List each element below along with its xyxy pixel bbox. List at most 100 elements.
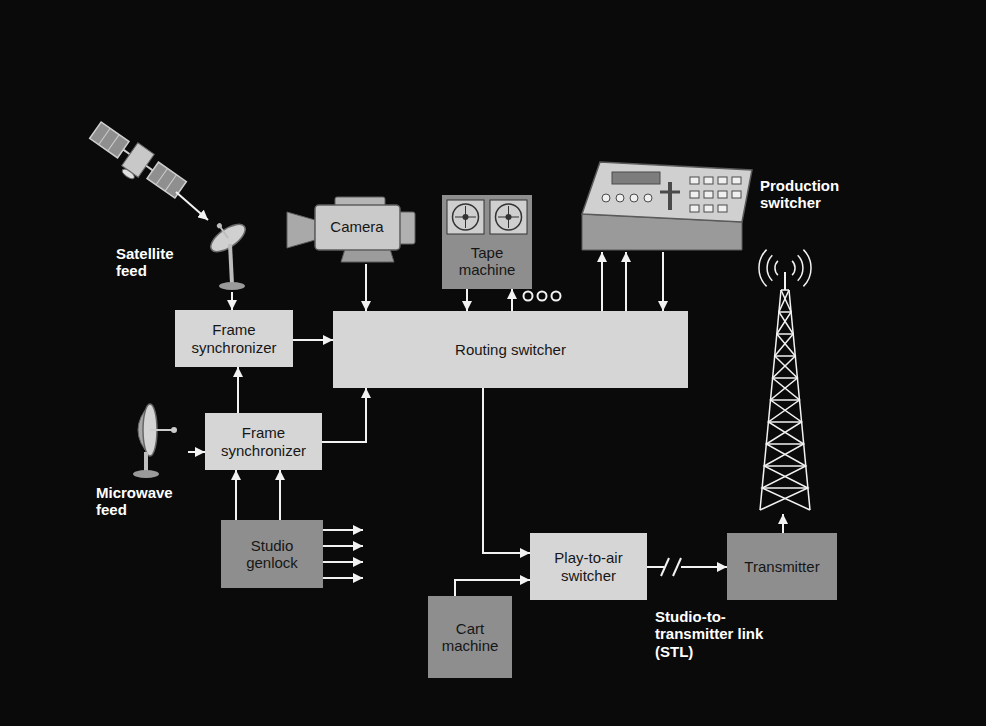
text-area: Transmitter [727,533,837,600]
panel-grid [99,128,110,144]
console-top [582,162,752,222]
tower-leg [789,290,810,510]
node-label: Production switcher [760,177,850,212]
link-gap [664,560,681,574]
dish-base [133,470,159,478]
switcher-console [582,162,752,250]
transmission-tower [759,250,811,510]
signal-arrow [625,252,627,311]
signal-arrow [647,566,727,568]
signal-arrow [279,470,281,520]
box-text: Transmitter [744,558,819,575]
link-break-mark [661,558,669,576]
tape-machine-box: Tape machine [442,195,532,289]
microwave-dish [138,404,177,456]
downlink-arrow [176,192,208,220]
reel-spoke [498,217,519,218]
signal-arrow [466,289,468,311]
tower-rung [775,355,796,357]
genlock-output [323,577,363,579]
satellite-dish [202,212,250,257]
dish-bowl [138,404,150,456]
tower-rung [764,465,806,467]
signal-arrow [237,367,239,413]
tower-brace [760,290,808,510]
signal-arrow [188,451,205,453]
more-dots [552,292,561,301]
radio-wave [767,255,772,280]
process-box: Cart machine [428,596,512,678]
reel-spoke [508,206,509,228]
box-text: Tape machine [446,244,528,279]
signal-arrow [483,388,530,553]
tower-brace [762,290,810,510]
link-break-mark [673,558,681,576]
signal-arrow [601,252,603,311]
console-display [612,172,660,184]
camera-viewfinder [335,197,385,206]
console-button [630,194,638,202]
signal-arrow [455,580,530,596]
text-area: Frame synchronizer [205,413,322,470]
genlock-output [323,529,363,531]
more-dots [538,292,547,301]
signal-arrow [511,289,513,311]
tower-leg [760,290,781,510]
text-area: Production switcher [760,172,850,216]
reel-window [447,200,484,234]
signal-arrow [662,252,664,311]
text-area: Play-to-air switcher [530,533,647,600]
tower-rung [766,443,803,445]
panel-grid [108,135,119,151]
box-text: Frame synchronizer [209,424,318,459]
process-box: Frame synchronizer [205,413,322,470]
reel-hub [463,214,469,220]
process-box: Studio genlock [221,520,323,588]
radio-wave [798,255,803,280]
camera-source: Camera [285,192,417,264]
signal-arrow [235,470,237,520]
dish-pole [230,244,232,284]
dish-base [219,282,245,290]
console-key [690,177,699,184]
console-key [690,205,699,212]
tower-mast [784,272,786,290]
satellite-antenna [121,167,136,180]
console-key [732,177,741,184]
tape-reel [496,204,522,230]
dish-feed-horn [171,427,177,433]
panel-grid [165,175,176,191]
box-text: Camera [330,218,383,235]
reel-hub [506,214,512,220]
camera-icon [287,197,415,262]
radio-wave [792,261,795,275]
console-button [602,194,610,202]
box-text: Play-to-air switcher [534,549,643,584]
tape-reel [453,204,479,230]
box-text: Frame synchronizer [179,321,289,356]
radio-wave [759,250,767,287]
process-box: Routing switcher [333,311,688,388]
tape-reels [447,200,527,234]
genlock-output [323,561,363,563]
console-key [732,191,741,198]
tbar-handle [660,191,680,194]
reel-spoke [465,206,466,228]
console-front [582,214,742,250]
dish-feed [220,227,228,238]
tbar-slot [668,182,672,210]
box-text: Routing switcher [455,341,566,358]
genlock-output [323,545,363,547]
feed-dish: Microwave feed [96,403,188,522]
camera-mount [341,249,394,262]
camera-lens [287,212,315,248]
link-label: Studio-to-transmitter link (STL) [653,607,767,661]
console-key [718,205,727,212]
console-button [644,194,652,202]
tower-rung [773,377,798,379]
solar-panel [90,122,129,158]
dish-feed-horn [216,222,223,229]
dish-pole [144,452,148,472]
text-area: Camera [319,214,395,240]
